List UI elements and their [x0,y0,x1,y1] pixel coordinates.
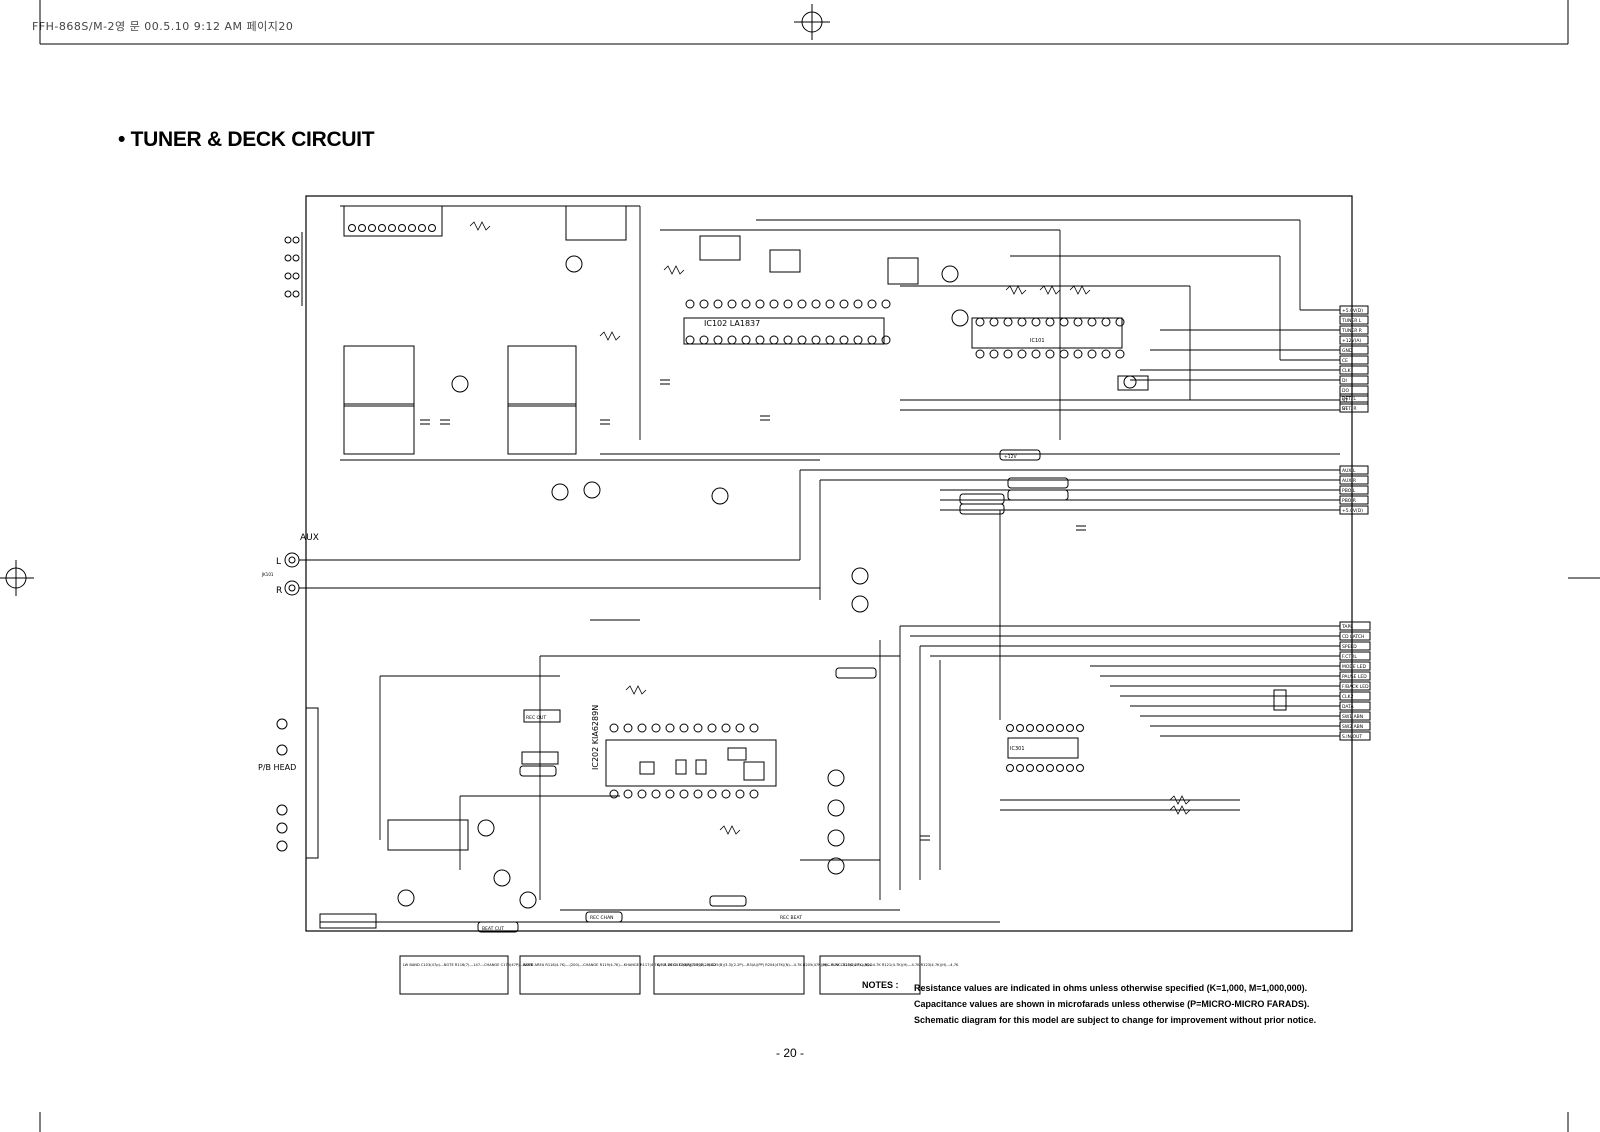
ic101-body [971,317,1123,349]
signal-label: SW2 ABN [1342,724,1363,730]
tuner-pack-pins [348,224,436,232]
signal-label: DI [1342,378,1347,384]
antenna-terminals [284,232,303,306]
signal-label: MODE LED [1342,664,1367,670]
ic101-pins [975,317,1125,359]
coil-block-1 [343,345,415,407]
capacitors [420,379,1086,841]
component-boxes [319,205,1287,933]
signal-label: CLK [1342,368,1352,374]
crop-marks [39,0,1600,1132]
coil-block-3 [507,345,577,407]
ic102-pins-bottom [685,335,891,345]
signal-label: CLK2 [1342,694,1354,700]
registration-mark-left [0,560,34,596]
ic102-pins-top [685,299,891,309]
signal-label: CD LATCH [1342,634,1364,640]
signal-label: F.CTRL [1342,654,1357,660]
signal-label: DET. L [1342,396,1356,402]
pb-head-jacks [276,707,319,859]
ic102-body [683,317,885,345]
signal-label: PAUSE LED [1342,674,1367,680]
rec-chan-label: REC CHAN [590,915,614,921]
connector-mid-right [1339,393,1369,413]
ic301-pins [1006,724,1084,772]
signal-label: ST [1342,398,1348,404]
note-line: Schematic diagram for this model are sub… [914,1015,1317,1025]
file-header-label: FFH-868S/M-2영 문 00.5.10 9:12 AM 페이지20 [32,20,294,33]
page-number: - 20 - [776,1046,805,1060]
signal-label: DATA [1342,704,1355,710]
legend-box-2-frame [519,955,641,995]
rec-out-label: REC OUT [526,715,546,721]
pb-head-label: P/B HEAD [258,763,296,772]
signal-label: CE [1342,358,1348,364]
signal-label: SW1 ABN [1342,714,1363,720]
ic202-body [605,739,777,787]
transistors [397,255,1137,909]
signal-label: +5.0V(D) [1342,308,1363,314]
legend-box-2: BAND AREA R118(4.7K)---(200)---CHANGE R1… [523,963,716,967]
signal-label: TUNER L [1341,318,1362,324]
legend-box-1: LW BAND C103(47p)---NOTE R116(7)---147--… [403,963,534,967]
resistors [469,221,1191,835]
aux-jack-label: JK101 [261,572,274,577]
note-line: Capacitance values are shown in microfar… [914,999,1310,1009]
ic301-body [1007,737,1079,759]
registration-mark-top [794,4,830,40]
signal-label: DET. R [1342,406,1357,412]
aux-label: AUX [300,533,319,543]
signal-label: AUX R [1342,478,1356,484]
signal-label: F/BACK LED [1342,684,1369,690]
signal-label: SPEED [1342,644,1357,650]
note-line: Resistance values are indicated in ohms … [914,983,1308,993]
legend-box-1-frame [399,955,509,995]
signal-label: AUX L [1342,468,1356,474]
ic301-label: IC301 [1010,746,1025,752]
aux-right-label: R [276,586,282,596]
ic202-label: IC202 KIA6289N [591,705,600,770]
signal-label: PBO L [1342,488,1356,494]
legend-box-3: A/P/R DECK C20(A)(3.3)(2.2P) C25(B)(3.3)… [657,963,873,967]
ic102-label: IC102 LA1837 [704,319,760,328]
notes-label: NOTES : [862,980,899,990]
signal-label: DO [1342,388,1349,394]
schematic-frame [305,195,1353,932]
signal-label: GND [1342,348,1353,354]
beat-cut-label: BEAT CUT [482,926,504,932]
coil-block-4 [507,403,577,455]
signal-label: PBO R [1342,498,1356,504]
wiring-buses [320,205,1340,923]
ic202-pins [609,723,759,799]
signal-label: +12V(A) [1342,338,1361,344]
rec-beat-label: REC BEAT [780,915,802,921]
legend-box-4: MIC FUNC. R116(4.7K)(H)---4.7K R121(4.7K… [823,963,959,967]
page-title: • TUNER & DECK CIRCUIT [118,128,375,151]
notes-lines: Resistance values are indicated in ohms … [914,980,1316,1028]
signal-label: S.IN/OUT [1342,734,1362,740]
legend-box-4-frame [819,955,921,995]
signal-label: TAPE [1341,624,1353,630]
signal-label: ST [1342,406,1348,412]
legend-box-3-frame [653,955,805,995]
signal-label: +5.0V(D) [1342,508,1363,514]
aux-left-label: L [276,557,281,567]
coil-block-2 [343,403,415,455]
bus-12v-label: +12V [1004,454,1017,460]
signal-label: TUNER R [1341,328,1362,334]
aux-jacks [284,552,820,596]
ic101-label: IC101 [1030,338,1045,344]
